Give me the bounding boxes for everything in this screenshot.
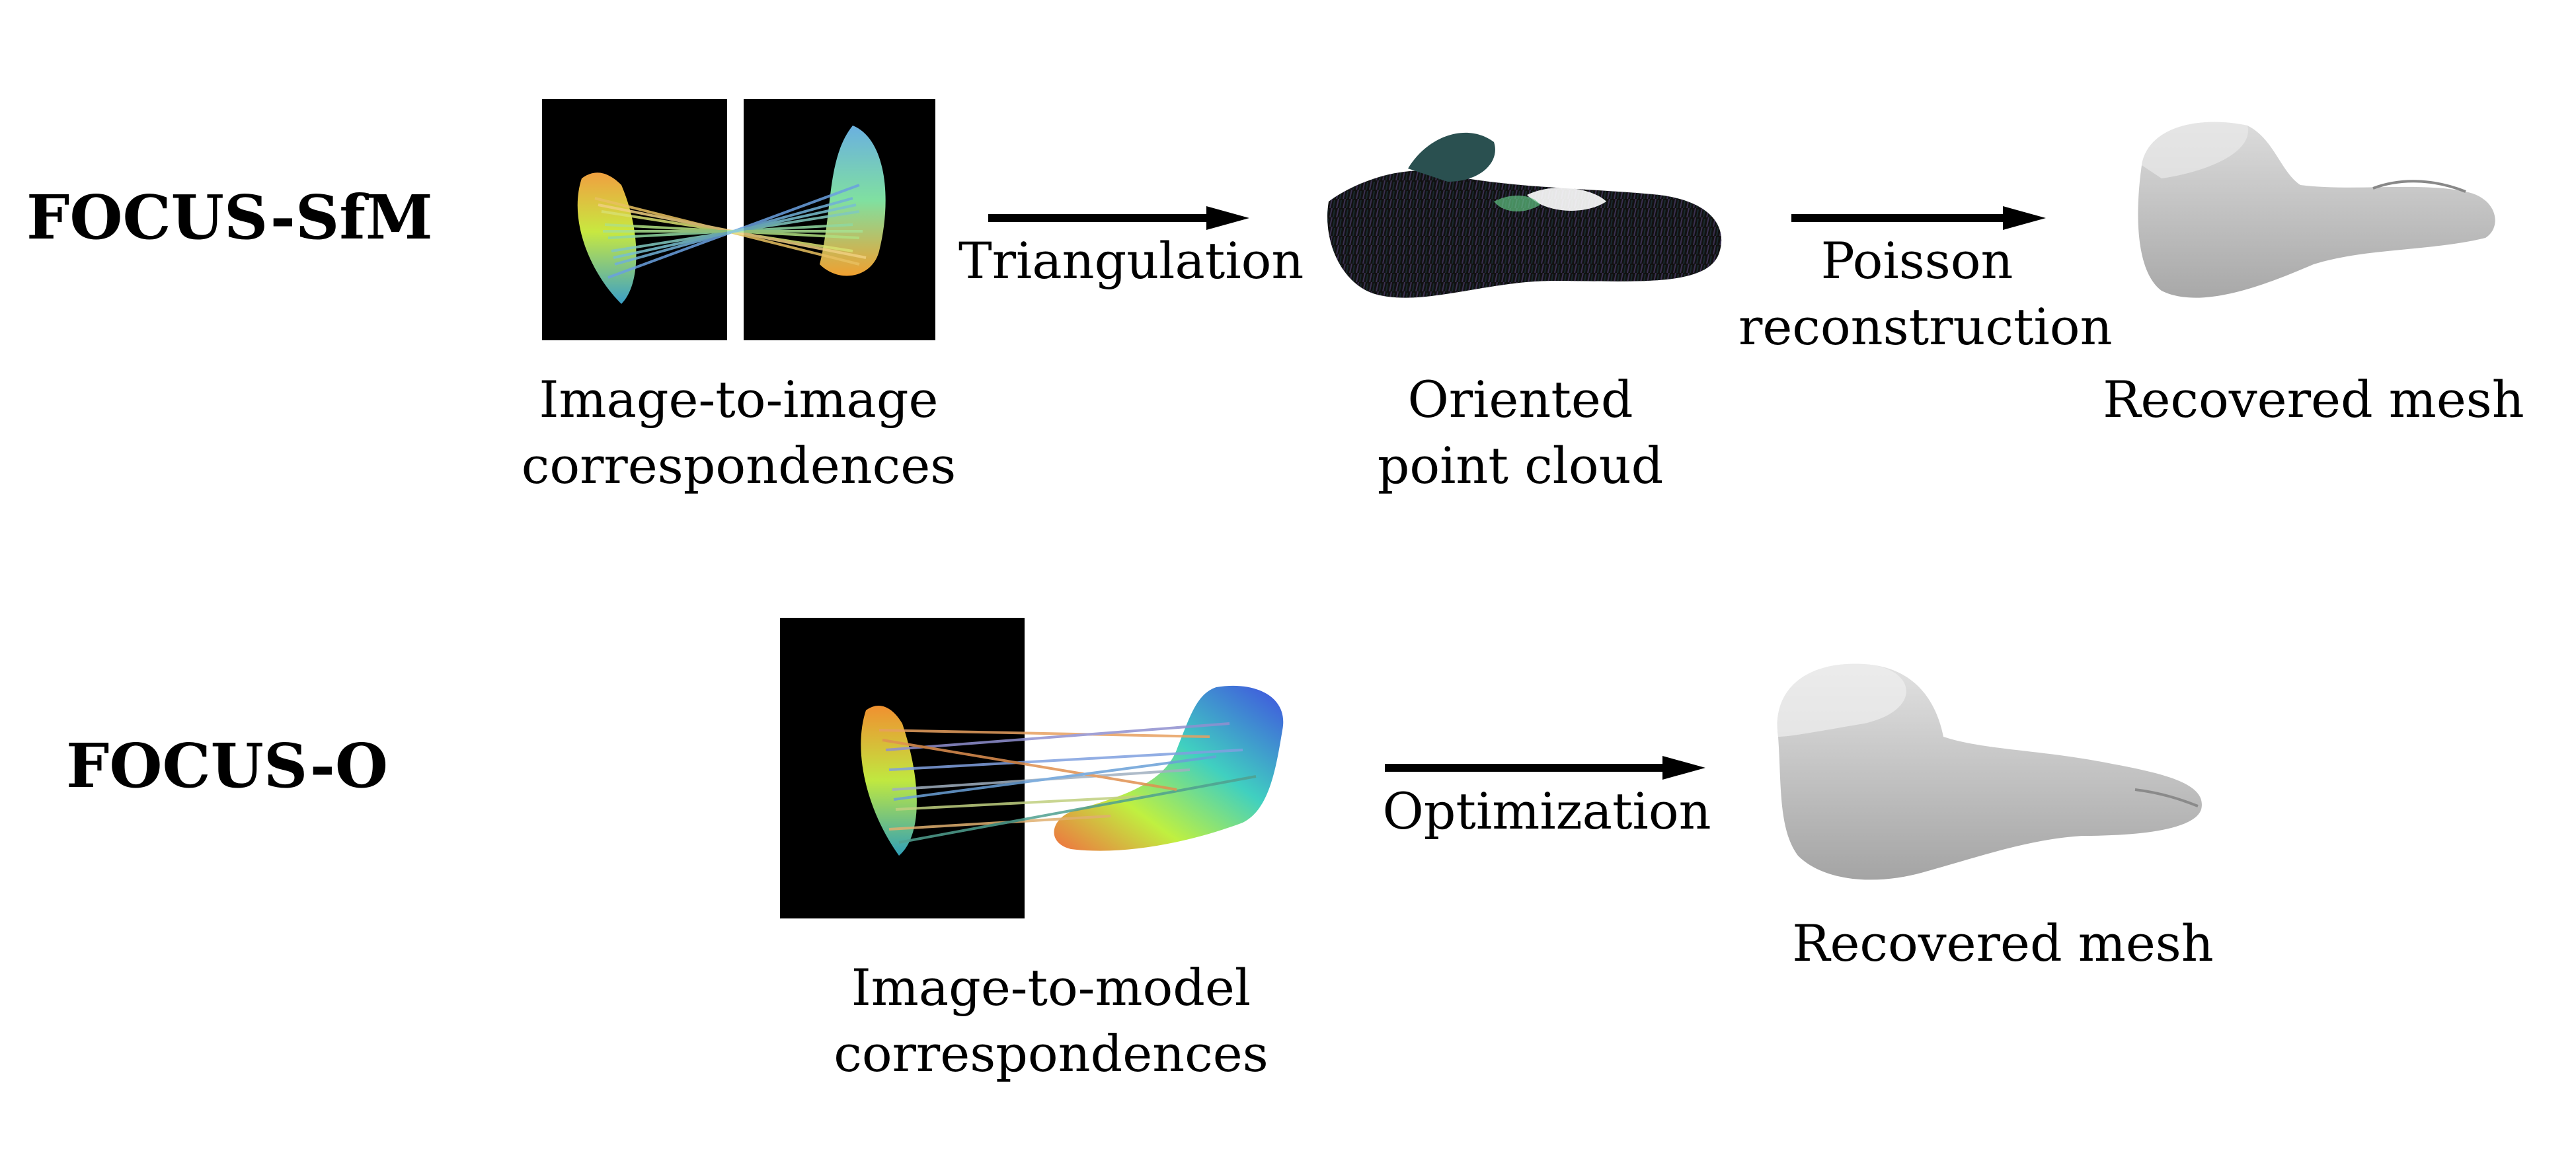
caption-line-2: point cloud xyxy=(1377,436,1664,495)
recovered-mesh-figure-2 xyxy=(1765,657,2214,889)
right-arrow-icon xyxy=(988,206,1249,230)
triangulation-label: Triangulation xyxy=(958,228,1304,294)
caption-line-1: Recovered mesh xyxy=(1792,914,2214,973)
triangulation-arrow xyxy=(988,205,1253,231)
image-to-model-figure xyxy=(780,618,1296,918)
caption-line-1: Recovered mesh xyxy=(2103,370,2524,429)
caption-line-2: correspondences xyxy=(834,1024,1268,1083)
right-arrow-icon xyxy=(1791,206,2046,230)
recovered-mesh-caption-2: Recovered mesh xyxy=(1785,911,2221,977)
poisson-label: Poisson reconstruction xyxy=(1738,228,2113,360)
arrow-label-line-2: reconstruction xyxy=(1738,297,2113,356)
point-cloud-caption: Oriented point cloud xyxy=(1302,367,1738,499)
image-to-model-correspondence-icon xyxy=(780,618,1284,918)
foot-image-pair-correspondence-icon xyxy=(542,99,935,340)
caption-line-1: Oriented xyxy=(1407,370,1633,429)
arrow-label-line-1: Poisson xyxy=(1820,231,2013,290)
recovered-mesh-figure-1 xyxy=(2122,112,2505,317)
caption-line-2: correspondences xyxy=(521,436,956,495)
oriented-point-cloud-icon xyxy=(1327,132,1722,298)
arrow-label-line-1: Triangulation xyxy=(958,231,1304,290)
foot-mesh-icon xyxy=(1777,663,2202,880)
image-pair-figure xyxy=(542,99,935,340)
arrow-label-line-1: Optimization xyxy=(1382,782,1711,840)
image-to-model-caption: Image-to-model correspondences xyxy=(787,955,1315,1087)
caption-line-1: Image-to-image xyxy=(539,370,939,429)
focus-sfm-title: FOCUS-SfM xyxy=(26,182,433,253)
point-cloud-figure xyxy=(1315,116,1738,327)
image-to-image-caption: Image-to-image correspondences xyxy=(476,367,1001,499)
optimization-label: Optimization xyxy=(1362,778,1732,844)
right-arrow-icon xyxy=(1385,756,1705,780)
caption-line-1: Image-to-model xyxy=(851,958,1251,1017)
foot-mesh-icon xyxy=(2138,122,2495,298)
focus-o-title: FOCUS-O xyxy=(66,730,389,801)
recovered-mesh-caption-1: Recovered mesh xyxy=(2095,367,2532,433)
poisson-arrow xyxy=(1791,205,2049,231)
optimization-arrow xyxy=(1385,755,1709,781)
